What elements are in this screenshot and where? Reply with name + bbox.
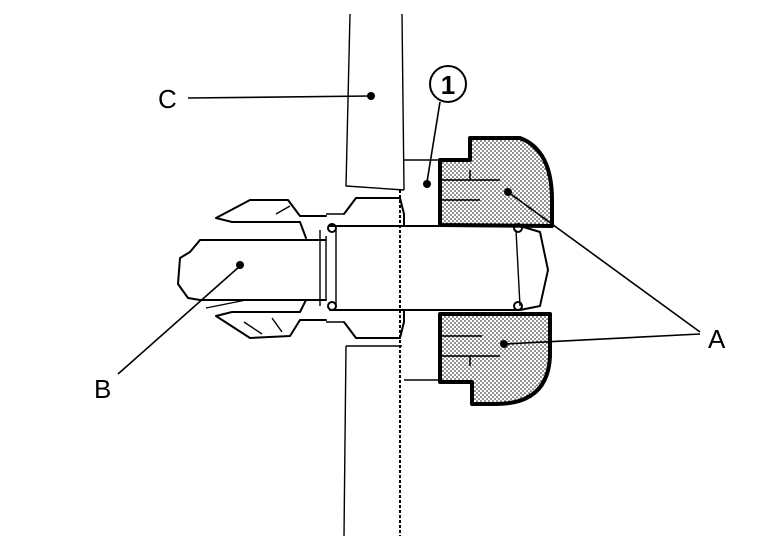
label-b: B — [94, 374, 111, 404]
label-1: 1 — [441, 70, 455, 100]
leader-c — [187, 92, 375, 100]
label-a: A — [708, 324, 726, 354]
label-c: C — [158, 84, 177, 114]
callout-1: 1 — [429, 65, 467, 103]
leader-a — [500, 188, 701, 348]
panel-c — [343, 13, 405, 537]
grommet-a — [438, 136, 554, 406]
leader-1 — [423, 101, 441, 188]
leader-b — [117, 261, 244, 375]
clip-b — [177, 197, 549, 339]
panel-1 — [399, 13, 442, 536]
